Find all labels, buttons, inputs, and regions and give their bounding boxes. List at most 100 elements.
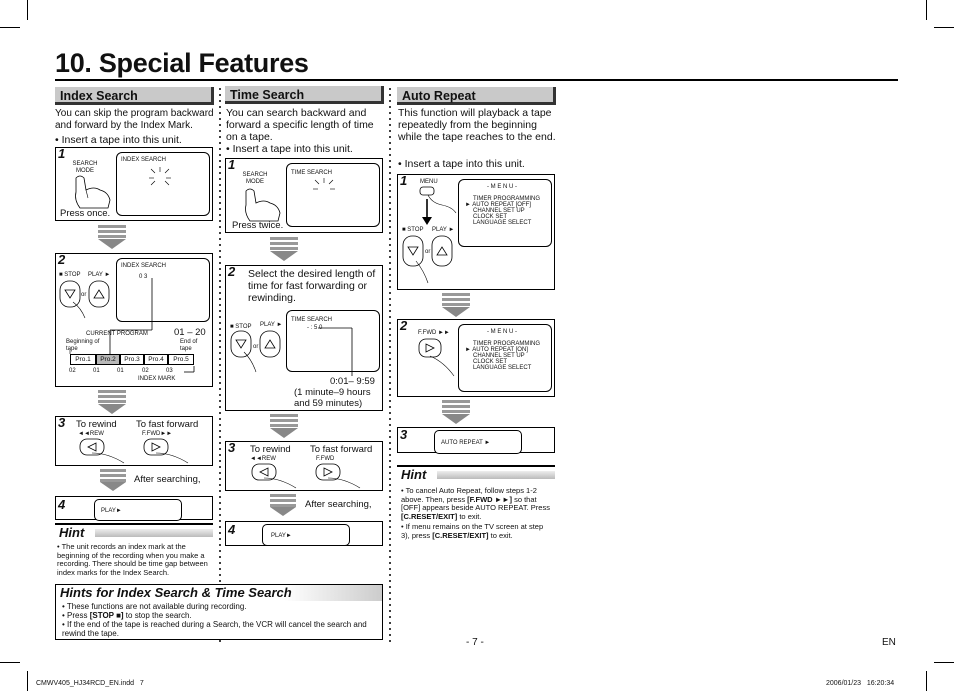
hints-line-2: • Press [STOP ■] to stop the search. [62,611,380,620]
play-button-label: PLAY ► [88,272,111,278]
menu-item: TIMER PROGRAMMING [473,196,540,202]
end-of-tape-label: End of tape [180,339,198,352]
hint-text: • The unit records an index mark at the … [57,542,208,577]
crop-mark [27,671,28,691]
time-search-heading: Time Search [225,86,384,104]
auto-repeat-intro: This function will playback a tape repea… [398,107,556,143]
crop-mark [0,27,20,28]
or-label: or [425,249,431,255]
menu-item: LANGUAGE SELECT [473,365,532,371]
screen-value: - : 5 0 [307,325,323,331]
stop-play-buttons-icon [402,235,453,284]
tv-screen: - M E N U - TIMER PROGRAMMING ► AUTO REP… [458,179,552,247]
down-arrow-icon [270,414,298,438]
screen-label: AUTO REPEAT ► [441,440,491,446]
after-searching-label: After searching, [134,474,201,485]
index-step4-box: 4 PLAY► [55,496,213,521]
search-mode-button-label: SEARCH MODE [72,161,98,174]
index-mark-count: 03 [166,368,173,374]
step-number: 2 [228,264,236,279]
bracket-lines [69,278,195,373]
blink-icon [149,167,171,186]
auto-hint-box: Hint • To cancel Auto Repeat, follow ste… [397,465,555,545]
rewind-button-icon [251,463,297,489]
press-twice-caption: Press twice. [232,220,284,231]
menu-button-hand-icon [419,186,457,214]
tv-screen: PLAY► [94,499,182,521]
auto-step2-box: 2 F.FWD ►► - M E N U - TIMER PROGRAMMING… [397,318,555,397]
hints-text: • Press [62,611,90,620]
menu-item-selected: ► AUTO REPEAT [OFF] [465,202,531,208]
program-box: Pro.5 [168,354,194,365]
hints-heading: Hints for Index Search & Time Search [56,585,382,601]
down-arrow-icon [270,237,298,261]
page-title: 10. Special Features [55,48,309,78]
crop-mark [926,0,927,20]
time-step1-box: 1 SEARCH MODE TIME SEARCH Press twice. [225,157,383,233]
fast-forward-button-icon [143,438,189,464]
fast-forward-button-icon [315,463,361,489]
fwd-button-label: F.FWD►► [142,431,173,437]
crop-mark [934,662,954,663]
crop-mark [926,671,927,691]
after-searching-label: After searching, [305,499,372,510]
blink-icon [313,178,335,190]
stop-play-buttons-icon [230,330,281,373]
screen-label: TIME SEARCH [291,317,333,323]
index-mark-count: 01 [117,368,124,374]
hint-line-2: • If menu remains on the TV screen at st… [401,522,551,540]
time-step2-box: 2 Select the desired length of time for … [225,264,383,411]
or-label: or [81,292,87,298]
print-date: 2006/01/23 16:20:34 [826,680,895,687]
page-number: - 7 - [466,637,484,648]
hint-text: • To cancel Auto Repeat, follow steps 1-… [401,486,537,504]
program-box: Pro.1 [70,354,96,365]
hint-band [437,471,555,479]
step-number: 3 [58,415,66,430]
index-mark-label: INDEX MARK [138,376,176,382]
screen-play-label: PLAY► [271,533,292,539]
screen-value: 0 3 [139,274,148,280]
fwd-button-label: F.FWD [316,456,335,462]
current-program-label: CURRENT PROGRAM [86,331,148,337]
index-step2-box: 2 ■ STOP PLAY ► INDEX SEARCH 0 3 or 01 –… [55,252,213,387]
hint-line-1: • To cancel Auto Repeat, follow steps 1-… [401,486,551,521]
menu-button-label: MENU [420,179,438,185]
to-rewind-label: To rewind [250,444,291,455]
step-number: 1 [58,146,66,161]
hint-band [95,529,213,537]
tv-screen: - M E N U - TIMER PROGRAMMING ► AUTO REP… [458,324,552,392]
index-mark-count: 02 [69,368,76,374]
crop-mark [934,27,954,28]
stop-play-buttons-icon [59,280,110,319]
fast-forward-button-icon [418,338,455,377]
tv-screen: PLAY► [262,524,350,546]
step-number: 3 [400,427,408,442]
hint-text: to exit. [457,511,482,521]
play-button-label: PLAY ► [260,322,283,328]
stop-button-label: ■ STOP [402,227,424,233]
column-separator [389,88,391,643]
menu-item: CHANNEL SET UP [473,208,525,214]
hint-heading: Hint [59,525,85,540]
step-number: 3 [228,440,236,455]
beginning-of-tape-label: Beginning of tape [66,339,100,352]
rew-button-label: ◄◄REW [78,431,104,437]
hint-text: • If menu remains on the TV screen at st… [401,522,544,540]
tv-screen: INDEX SEARCH [116,152,210,216]
program-box-current: Pro.2 [96,354,120,365]
index-mark-count: 02 [142,368,149,374]
crop-mark [27,0,28,20]
auto-step3-box: 3 AUTO REPEAT ► [397,427,555,454]
down-arrow-icon [98,390,126,414]
auto-repeat-heading: Auto Repeat [397,87,556,105]
step-number: 4 [58,497,66,512]
index-search-intro: You can skip the program backward and fo… [55,108,214,131]
step-number: 4 [228,522,236,537]
bracket-lines [318,327,353,376]
tv-screen: TIME SEARCH - : 5 0 [286,310,380,372]
hint-key: [C.RESET/EXIT] [432,530,489,540]
to-fast-forward-label: To fast forward [136,419,199,430]
step-number: 2 [58,252,66,267]
time-search-intro: You can search backward and forward a sp… [226,107,374,143]
